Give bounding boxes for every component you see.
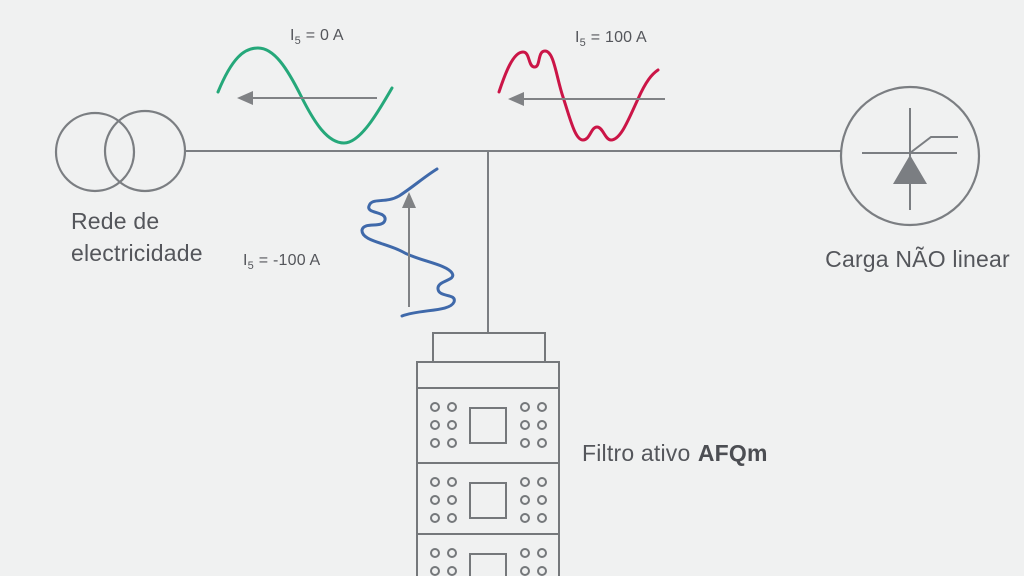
filter-module-1 — [430, 402, 547, 448]
current-value: = 0 A — [305, 27, 344, 44]
transformer-circle-left — [54, 111, 136, 193]
filter-current-wave — [360, 167, 456, 318]
grid-current-wave — [216, 46, 394, 145]
thyristor-triangle — [893, 155, 927, 184]
distorted-wave-red — [497, 49, 660, 142]
thyristor-gate-line — [909, 136, 958, 154]
distorted-wave-blue — [360, 167, 456, 318]
load-label: Carga NÃO linear — [825, 246, 1010, 272]
thyristor-icon — [839, 85, 981, 227]
grid-wave-label: I5 = 0 A — [290, 27, 344, 47]
module-display-3 — [469, 553, 507, 576]
filter-wave-label: I5 = -100 A — [243, 252, 321, 272]
up-arrow-icon — [402, 192, 416, 208]
load-wave-label: I5 = 100 A — [575, 29, 647, 49]
module-display-2 — [469, 482, 507, 519]
filter-label-product: AFQm — [697, 440, 768, 466]
filter-module-3 — [430, 548, 547, 576]
network-label-line1: Rede de — [71, 208, 160, 234]
left-arrow-icon — [237, 91, 253, 105]
harmonic-order: 5 — [579, 36, 586, 49]
active-filter-device — [416, 332, 560, 576]
current-value: = -100 A — [258, 252, 321, 269]
filter-cabinet — [416, 361, 560, 576]
filter-label-regular: Filtro ativo — [582, 440, 691, 466]
current-value: = 100 A — [590, 29, 647, 46]
current-symbol: I — [575, 29, 580, 46]
transformer-circle-right — [103, 109, 187, 193]
load-current-wave — [497, 49, 665, 142]
filter-top-box — [432, 332, 546, 363]
left-arrow-icon — [508, 92, 524, 106]
load-circle — [839, 85, 981, 227]
harmonic-order: 5 — [294, 34, 301, 47]
module-display-1 — [469, 407, 507, 444]
network-label: Rede de electricidade — [71, 205, 203, 269]
transformer-icon — [54, 109, 187, 193]
filter-module-2 — [430, 477, 547, 523]
current-symbol: I — [243, 252, 248, 269]
harmonic-order: 5 — [247, 259, 254, 272]
sine-wave-green — [216, 46, 394, 145]
network-label-line2: electricidade — [71, 240, 203, 266]
current-symbol: I — [290, 27, 295, 44]
